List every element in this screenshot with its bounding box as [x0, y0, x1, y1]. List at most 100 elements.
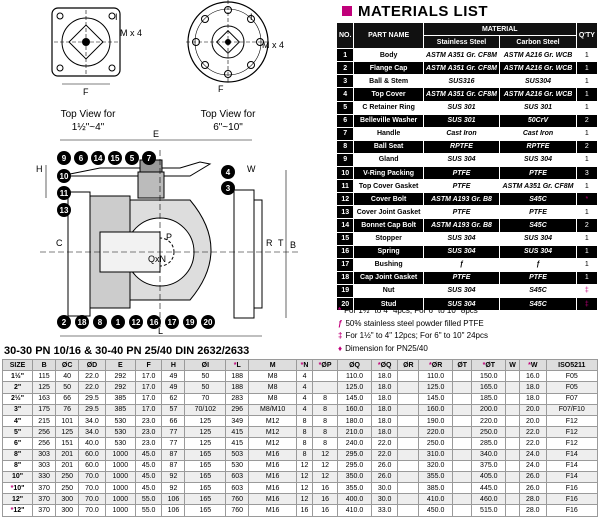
dim-header: *ØP	[312, 358, 339, 372]
materials-cell-cs: ASTM A216 Gr. WCB	[499, 48, 577, 63]
dim-cell: 340.0	[471, 448, 507, 461]
dim-cell: 40	[55, 370, 80, 383]
dim-cell	[451, 448, 473, 461]
materials-cell-qty: 3	[575, 166, 599, 181]
dim-cell	[505, 459, 520, 472]
materials-cell-ss: SUS 304	[422, 296, 501, 312]
dim-header: ØD	[78, 358, 106, 372]
dim-cell: 22.0	[78, 370, 106, 383]
materials-cell-part: Stopper	[353, 231, 424, 246]
dim-cell: 175	[32, 403, 57, 416]
materials-cell-no: 15	[335, 231, 355, 246]
dim-cell	[505, 482, 520, 495]
dim-header-mark: *	[429, 361, 432, 369]
dim-cell: 240.0	[337, 437, 372, 450]
dim-cell: 185.0	[471, 392, 507, 405]
materials-cell-cs: S45C	[499, 192, 577, 207]
materials-cell-part: Nut	[353, 283, 424, 298]
svg-text:6: 6	[79, 154, 84, 163]
dim-cell: 45.0	[134, 482, 163, 495]
col-part: PART NAME	[353, 21, 424, 50]
materials-cell-cs: Cast Iron	[499, 126, 577, 141]
dim-cell: 165	[184, 470, 227, 484]
dim-cell: 201	[55, 459, 80, 472]
materials-cell-no: 6	[335, 113, 355, 128]
note-item: ‡For 1½" to 4" 12pcs; For 6" to 10" 24pc…	[338, 330, 488, 343]
dim-cell: 70.0	[78, 470, 106, 484]
dim-header: ISO5211	[545, 358, 599, 372]
dim-cell: 1000	[104, 504, 136, 517]
materials-cell-ss: SUS 304	[422, 231, 501, 246]
dim-cell: 33.0	[370, 504, 399, 517]
dim-cell: 375.0	[471, 459, 507, 472]
part-balloon-18: 18	[75, 315, 89, 329]
svg-text:15: 15	[111, 154, 120, 163]
dim-cell: F16	[545, 504, 599, 517]
materials-cell-ss: SUS 304	[422, 283, 501, 298]
dim-cell: 12"	[1, 493, 34, 506]
dim-cell: F12	[545, 414, 599, 428]
materials-cell-no: 20	[335, 296, 355, 312]
materials-cell-ss: Cast Iron	[422, 126, 501, 141]
dim-cell: 18.0	[370, 370, 399, 383]
dim-cell: 45.0	[134, 448, 163, 461]
materials-cell-cs: RPTFE	[499, 139, 577, 154]
dim-cell: 145.0	[337, 392, 372, 405]
dim-cell: 66	[55, 392, 80, 405]
dim-cell: 220.0	[418, 426, 453, 439]
label-f-large: F	[218, 84, 224, 94]
materials-cell-ss: RPTFE	[422, 139, 501, 154]
dim-cell: 349	[225, 414, 250, 428]
materials-cell-qty: 2	[575, 139, 599, 154]
dim-header: ØT	[451, 358, 473, 372]
materials-cell-qty: 1	[575, 231, 599, 246]
dim-header: *W	[518, 358, 547, 372]
svg-text:17: 17	[168, 318, 177, 327]
dim-cell: 160.0	[418, 403, 453, 416]
top-view-small	[51, 7, 121, 85]
svg-text:2: 2	[62, 318, 67, 327]
dim-cell: M8	[248, 381, 298, 394]
dim-cell: M16	[248, 504, 298, 517]
dim-cell: 18.0	[518, 392, 547, 405]
part-balloon-4: 4	[221, 165, 235, 179]
dim-cell: 29.5	[78, 403, 106, 416]
dim-cell: M16	[248, 459, 298, 472]
materials-cell-qty: ‡	[575, 296, 599, 312]
title-square-icon	[342, 6, 352, 16]
dim-header-mark: *	[482, 361, 486, 369]
label-m-small: M x 4	[120, 28, 142, 38]
label-r: R	[266, 238, 273, 248]
materials-cell-qty: ‡	[575, 283, 599, 298]
dim-cell	[451, 403, 473, 416]
dim-cell: 125	[55, 426, 80, 439]
materials-cell-cs: SUS304	[499, 74, 577, 89]
part-balloon-2: 2	[57, 315, 71, 329]
dim-cell: 16	[312, 482, 339, 495]
dim-cell: 34.0	[78, 414, 106, 428]
dim-cell: 30.0	[370, 482, 399, 495]
note-item: *For 1½" to 4" 4pcs; For 6" to 10" 8pcs	[338, 305, 488, 318]
label-l: L	[158, 326, 163, 336]
dim-header-mark: *	[377, 361, 381, 369]
dim-cell: M16	[248, 482, 298, 495]
dim-cell: 515.0	[471, 504, 507, 517]
caption-small-2: 1½"~4"	[72, 122, 105, 133]
dim-cell: 8	[312, 403, 339, 416]
dim-cell	[397, 459, 420, 472]
dim-cell	[312, 370, 339, 383]
materials-title: MATERIALS LIST	[358, 2, 489, 20]
dim-cell	[397, 504, 420, 517]
dim-cell: 215	[32, 414, 57, 428]
dim-cell	[451, 381, 473, 394]
part-balloon-11: 11	[57, 186, 71, 200]
dim-cell: 18.0	[370, 381, 399, 394]
part-balloon-19: 19	[183, 315, 197, 329]
part-balloon-15: 15	[108, 151, 122, 165]
dim-cell: 57	[161, 403, 186, 416]
